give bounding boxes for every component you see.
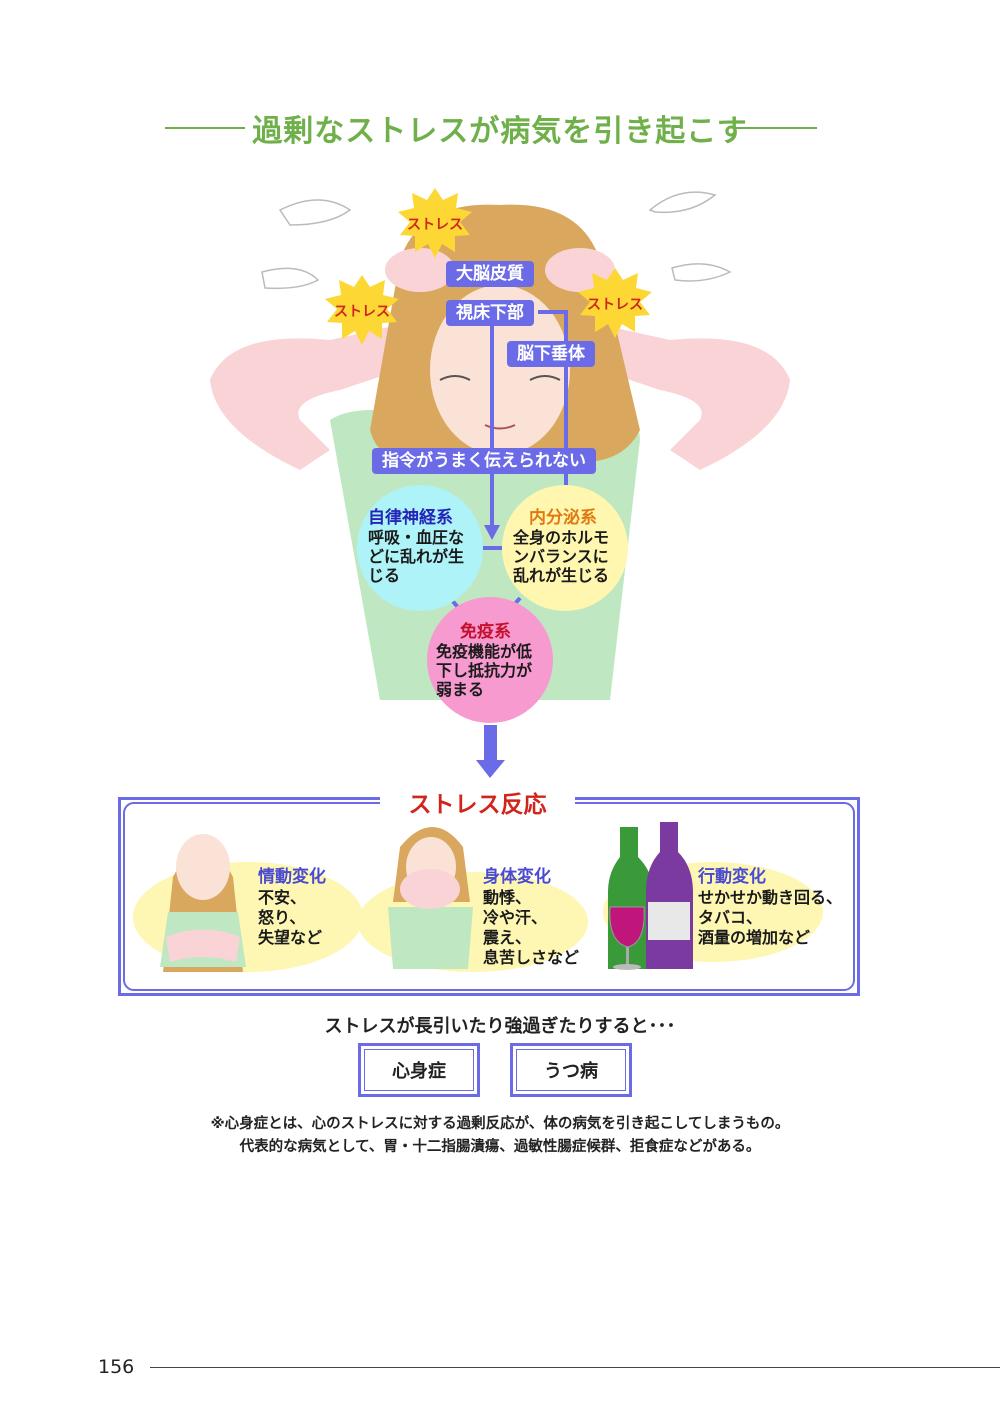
reaction-emotion-title: 情動変化 [258,867,326,887]
reaction-line: 動悸、 [483,888,532,907]
reaction-line: タバコ、 [698,908,763,927]
reaction-panel-title: ストレス反応 [380,785,575,819]
endocrine-circle [502,485,628,611]
reaction-emotion: 情動変化 不安、 怒り、 失望など [258,866,326,948]
page-title: 過剰なストレスが病気を引き起こす [252,114,748,149]
sweat-drop-left-2 [261,267,320,290]
note-line: 代表的な病気として、胃・十二指腸潰瘍、過敏性腸症候群、拒食症などがある。 [239,1139,761,1155]
cortex-label: 大脳皮質 [446,261,534,287]
outcome-label: うつ病 [544,1061,598,1082]
stress-burst-label-left: ストレス [334,304,390,320]
sweat-drop-right [648,191,717,214]
reaction-physical: 身体変化 動悸、 冷や汗、 震え、 息苦しさなど [483,866,579,968]
reaction-line: せかせか動き回る、 [698,888,843,907]
long-stress-text: ストレスが長引いたり強過ぎたりすると･･･ [324,1016,676,1037]
autonomic-circle [357,485,483,611]
hypothalamus-label: 視床下部 [446,300,534,326]
endocrine-title: 内分泌系 [529,508,597,528]
immune-line: 下し抵抗力が [436,661,533,680]
stress-burst-right [578,268,652,338]
command-label: 指令がうまく伝えられない [372,448,596,474]
autonomic-line: どに乱れが生 [368,547,465,566]
reaction-panel-frame [118,797,860,996]
reaction-line: 失望など [258,928,323,947]
right-arm [570,320,790,470]
reaction-line: 息苦しさなど [483,948,580,967]
title-rule-left [165,127,245,129]
endocrine-text: 内分泌系 全身のホルモ ンバランスに 乱れが生じる [513,508,625,585]
reaction-physical-title: 身体変化 [483,867,551,887]
autonomic-line: じる [368,566,401,585]
note-line: ※心身症とは、心のストレスに対する過剰反応が、体の病気を引き起こしてしまうもの。 [210,1116,790,1132]
immune-line: 免疫機能が低 [436,642,533,661]
reaction-behavior: 行動変化 せかせか動き回る、 タバコ、 酒量の増加など [698,866,842,948]
title-rule-right [735,127,817,129]
outcome-label: 心身症 [392,1061,446,1082]
reaction-line: 怒り、 [258,908,306,927]
immune-circle [427,597,553,723]
stress-burst-label-right: ストレス [587,297,643,313]
page-number: 156 [98,1356,135,1378]
left-hand [385,248,455,292]
endocrine-line: ンバランスに [513,547,609,566]
stress-burst-left [325,275,399,345]
autonomic-line: 呼吸・血圧な [368,528,465,547]
outcome-depression: うつ病 [510,1043,632,1097]
reaction-line: 冷や汗、 [483,908,548,927]
endocrine-line: 全身のホルモ [513,528,610,547]
outcome-psychosomatic: 心身症 [358,1043,480,1097]
reaction-behavior-title: 行動変化 [698,867,766,887]
autonomic-title: 自律神経系 [368,508,453,528]
shirt [330,410,640,700]
endocrine-line: 乱れが生じる [513,566,610,585]
sweat-drop-right-2 [671,263,732,282]
reaction-line: 不安、 [258,888,307,907]
reaction-line: 酒量の増加など [698,928,811,947]
stress-burst-label-top: ストレス [407,217,463,233]
immune-title: 免疫系 [460,622,511,642]
immune-text: 免疫系 免疫機能が低 下し抵抗力が 弱まる [436,622,548,699]
footer-rule [150,1367,1000,1368]
face [430,285,570,455]
reaction-line: 震え、 [483,928,532,947]
stress-burst-top [398,188,472,258]
autonomic-text: 自律神経系 呼吸・血圧な どに乱れが生 じる [368,508,478,585]
stress-illustration [210,188,790,778]
immune-line: 弱まる [436,680,485,699]
left-arm [210,320,430,470]
pituitary-label: 脳下垂体 [507,341,595,367]
sweat-drop-left [278,199,352,226]
